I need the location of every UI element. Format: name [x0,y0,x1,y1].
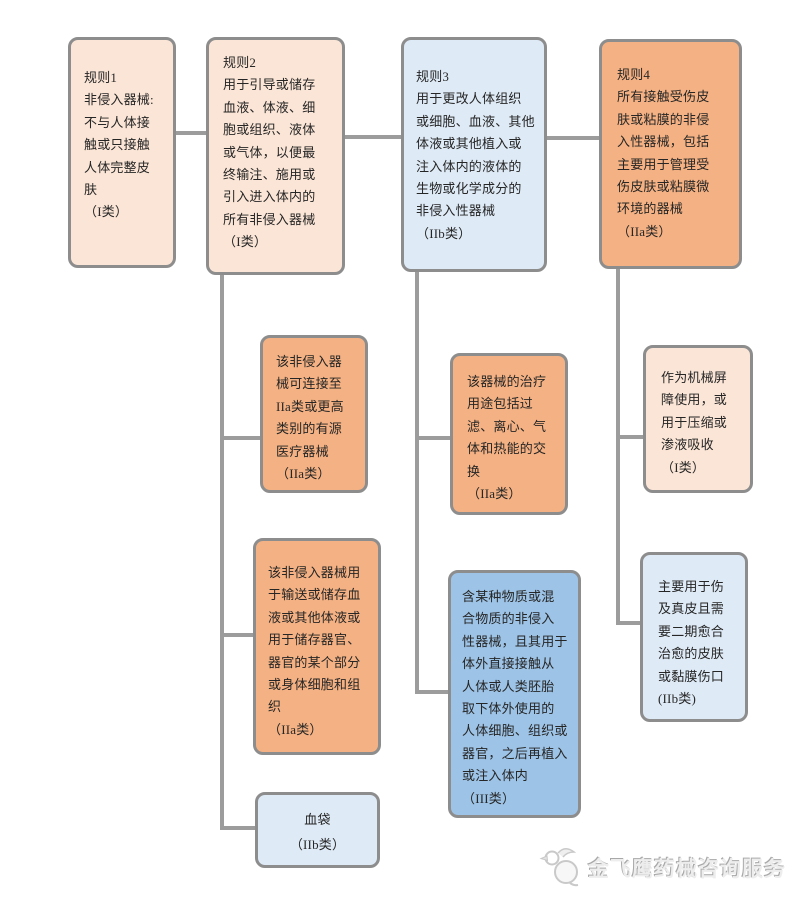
connector-rule3-rule4 [547,136,599,140]
connector-stub-dermis-wound [620,621,640,625]
connector-rule1-rule2 [176,131,206,135]
node-rule2-text: 规则2 用于引导或储存 血液、体液、细 胞或组织、液体 或气体，以便最 终输注、… [223,55,316,250]
node-rule3-treatment-exchange-text: 该器械的治疗 用途包括过 滤、离心、气 体和热能的交 换 （IIa类） [467,374,547,502]
connector-rule3-trunk [415,270,419,694]
watermark-text: 金飞鹰药械咨询服务 [588,858,786,881]
node-rule4-dermis-wound-text: 主要用于伤 及真皮且需 要二期愈合 治愈的皮肤 或黏膜伤口 (IIb类) [658,579,725,707]
connector-stub-active-connect [224,436,260,440]
connector-rule4-trunk [616,267,620,625]
connector-rule2-rule3 [345,135,401,139]
node-rule4-text: 规则4 所有接触受伤皮 肤或粘膜的非侵 入性器械，包括 主要用于管理受 伤皮肤或… [617,67,710,239]
node-rule2-active-connect: 该非侵入器 械可连接至 IIa类或更高 类别的有源 医疗器械 （IIa类） [260,335,368,493]
connector-rule2-trunk [220,273,224,830]
connector-stub-blood-bag [224,826,255,830]
node-rule2-active-connect-text: 该非侵入器 械可连接至 IIa类或更高 类别的有源 医疗器械 （IIa类） [276,354,344,482]
node-rule2-convey-store-text: 该非侵入器械用 于输送或储存血 液或其他体液或 用于储存器官、 器官的某个部分 … [268,565,361,737]
node-rule1-text: 规则1 非侵入器械: 不与人体接 触或只接触 人体完整皮 肤 （I类） [84,70,154,220]
node-rule3-substance-reimplant-text: 含某种物质或混 合物质的非侵入 性器械，且其用于 体外直接接触从 人体或人类胚胎… [462,589,568,806]
node-rule3-treatment-exchange: 该器械的治疗 用途包括过 滤、离心、气 体和热能的交 换 （IIa类） [450,353,568,515]
node-rule3-text: 规则3 用于更改人体组织 或细胞、血液、其他 体液或其他植入或 注入体内的液体的… [416,69,535,241]
node-rule2: 规则2 用于引导或储存 血液、体液、细 胞或组织、液体 或气体，以便最 终输注、… [206,37,345,275]
node-rule2-blood-bag: 血袋 （IIb类） [255,792,380,868]
watermark: 金飞鹰药械咨询服务 [538,843,786,893]
node-rule4-mechanical-barrier-text: 作为机械屏 障使用，或 用于压缩或 渗液吸收 （I类） [661,370,728,475]
connector-stub-convey-store [224,633,253,637]
connector-stub-substance-reimplant [419,690,448,694]
node-rule3-substance-reimplant: 含某种物质或混 合物质的非侵入 性器械，且其用于 体外直接接触从 人体或人类胚胎… [448,570,581,818]
node-rule4-dermis-wound: 主要用于伤 及真皮且需 要二期愈合 治愈的皮肤 或黏膜伤口 (IIb类) [640,552,748,722]
node-rule4: 规则4 所有接触受伤皮 肤或粘膜的非侵 入性器械，包括 主要用于管理受 伤皮肤或… [599,39,742,269]
node-rule4-mechanical-barrier: 作为机械屏 障使用，或 用于压缩或 渗液吸收 （I类） [643,345,753,493]
eagle-logo-icon [538,843,588,893]
connector-stub-treatment-exchange [419,436,450,440]
node-rule1: 规则1 非侵入器械: 不与人体接 触或只接触 人体完整皮 肤 （I类） [68,37,176,268]
connector-stub-mechanical-barrier [620,435,643,439]
node-rule2-blood-bag-text: 血袋 （IIb类） [289,812,346,852]
node-rule2-convey-store: 该非侵入器械用 于输送或储存血 液或其他体液或 用于储存器官、 器官的某个部分 … [253,538,381,755]
node-rule3: 规则3 用于更改人体组织 或细胞、血液、其他 体液或其他植入或 注入体内的液体的… [401,37,547,272]
